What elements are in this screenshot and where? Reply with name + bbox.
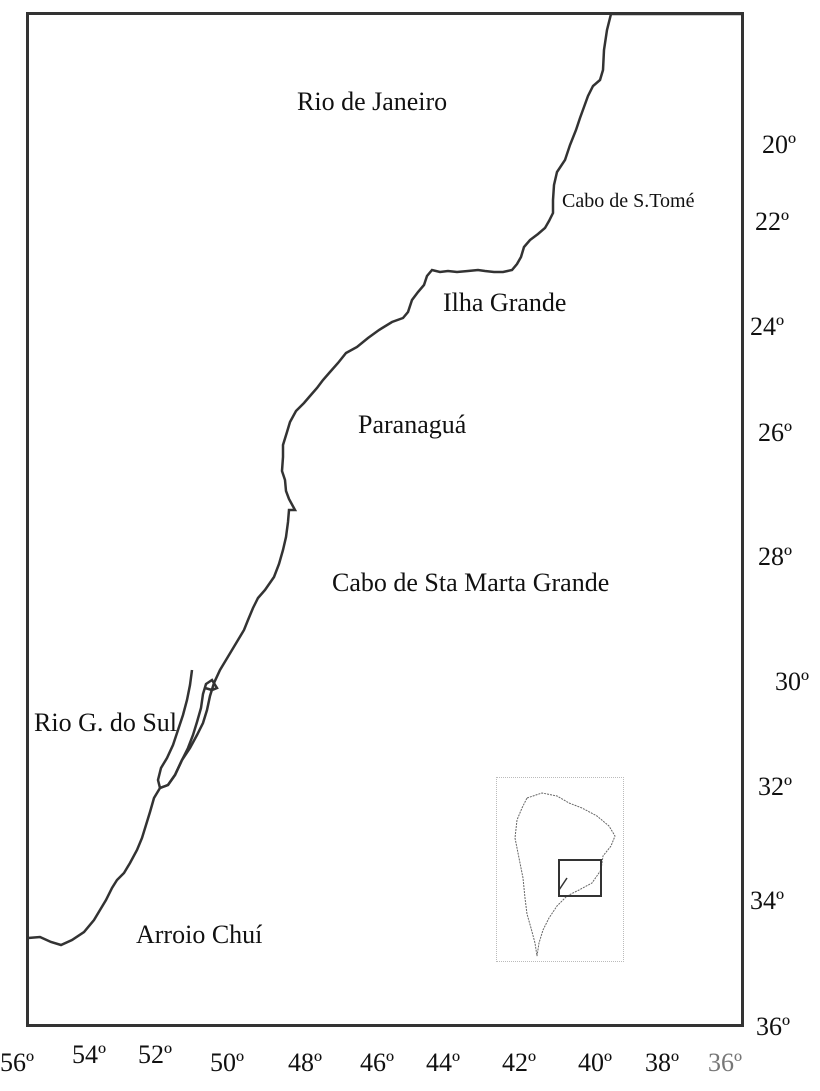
label-rio-grande-do-sul: Rio G. do Sul (34, 708, 178, 737)
longitude-label: 46º (360, 1048, 395, 1077)
longitude-label: 40º (578, 1048, 613, 1077)
latitude-label: 30º (775, 667, 810, 696)
coastline (27, 13, 613, 947)
lagoa-dos-patos (156, 669, 219, 790)
latitude-label: 36º (756, 1012, 791, 1041)
study-area-box (558, 859, 602, 897)
latitude-label: 26º (758, 418, 793, 447)
longitude-label: 54º (72, 1040, 107, 1069)
label-paranagua: Paranaguá (358, 410, 467, 439)
latitude-label: 20º (762, 130, 797, 159)
south-america-outline (514, 792, 616, 957)
label-ilha-grande: Ilha Grande (443, 288, 567, 317)
latitude-label: 34º (750, 886, 785, 915)
label-arroio-chui: Arroio Chuí (136, 920, 263, 949)
label-cabo-santa-marta: Cabo de Sta Marta Grande (332, 568, 610, 597)
label-cabo-sao-tome: Cabo de S.Tomé (562, 190, 695, 212)
longitude-label: 56º (0, 1048, 35, 1077)
longitude-label: 38º (645, 1048, 680, 1077)
longitude-label: 42º (502, 1048, 537, 1077)
label-rio-de-janeiro: Rio de Janeiro (297, 87, 448, 116)
map-frame (26, 12, 744, 1027)
inset-map (496, 777, 624, 962)
latitude-label: 24º (750, 312, 785, 341)
longitude-label: 48º (288, 1048, 323, 1077)
latitude-label: 28º (758, 542, 793, 571)
longitude-label: 44º (426, 1048, 461, 1077)
latitude-label: 32º (758, 772, 793, 801)
longitude-label: 36º (708, 1048, 743, 1077)
latitude-label: 22º (755, 207, 790, 236)
longitude-label: 50º (210, 1048, 245, 1077)
longitude-label: 52º (138, 1040, 173, 1069)
